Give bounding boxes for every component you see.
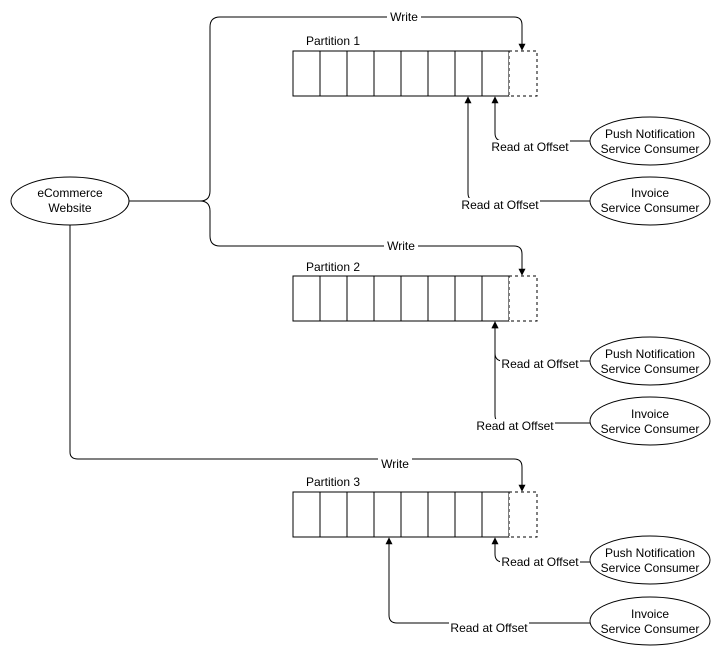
partition-1: Partition 1 Push Notification Service Co…: [292, 34, 711, 226]
read-label: Read at Offset: [501, 555, 579, 569]
partition-3-invoice-read-edge: Read at Offset: [385, 537, 590, 635]
partition-2-title: Partition 2: [306, 260, 360, 274]
write-edge-partition-3: Write: [69, 225, 526, 492]
consumer-label-line2: Service Consumer: [601, 622, 700, 636]
partition-1-push-read-edge: Read at Offset: [490, 96, 590, 154]
ecommerce-website-label-line2: Website: [48, 201, 91, 215]
consumer-label-line2: Service Consumer: [601, 362, 700, 376]
consumer-label-line1: Push Notification: [605, 546, 695, 560]
read-label: Read at Offset: [476, 419, 554, 433]
partition-2-log: [292, 275, 538, 322]
partition-2-push-consumer: Push Notification Service Consumer: [589, 336, 711, 386]
consumer-label-line2: Service Consumer: [601, 142, 700, 156]
partition-3-push-read-edge: Read at Offset: [491, 537, 590, 569]
read-label: Read at Offset: [501, 357, 579, 371]
consumer-label-line1: Push Notification: [605, 347, 695, 361]
read-label: Read at Offset: [491, 140, 569, 154]
partition-1-title: Partition 1: [306, 34, 360, 48]
next-offset-slot: [508, 275, 538, 322]
consumer-label-line2: Service Consumer: [601, 201, 700, 215]
consumer-label-line1: Invoice: [631, 607, 669, 621]
partition-3-invoice-consumer: Invoice Service Consumer: [589, 596, 711, 646]
consumer-label-line1: Invoice: [631, 186, 669, 200]
partition-3: Partition 3 Push Notification Service Co…: [292, 475, 711, 646]
partition-3-title: Partition 3: [306, 475, 360, 489]
partition-2: Partition 2 Push Notification Service Co…: [292, 260, 711, 446]
partition-2-push-read-edge: Read at Offset: [491, 321, 590, 371]
write-label-3: Write: [381, 457, 409, 471]
write-edge-partition-1: Write: [129, 9, 526, 202]
partition-3-push-consumer: Push Notification Service Consumer: [589, 535, 711, 585]
read-label: Read at Offset: [450, 621, 528, 635]
partition-1-invoice-read-edge: Read at Offset: [460, 96, 590, 212]
read-label: Read at Offset: [461, 198, 539, 212]
ecommerce-website-node: eCommerce Website: [10, 176, 130, 226]
partition-2-invoice-consumer: Invoice Service Consumer: [589, 396, 711, 446]
partition-1-log: [292, 50, 538, 97]
consumer-label-line2: Service Consumer: [601, 422, 700, 436]
write-label-2: Write: [387, 239, 415, 253]
partition-3-log: [292, 491, 538, 538]
ecommerce-website-label-line1: eCommerce: [37, 186, 103, 200]
consumer-label-line2: Service Consumer: [601, 561, 700, 575]
consumer-label-line1: Invoice: [631, 407, 669, 421]
partition-2-invoice-read-edge: Read at Offset: [475, 321, 590, 433]
write-label-1: Write: [390, 10, 418, 24]
next-offset-slot: [508, 50, 538, 97]
partition-1-push-consumer: Push Notification Service Consumer: [589, 116, 711, 166]
write-edge-partition-2: Write: [199, 200, 526, 276]
consumer-label-line1: Push Notification: [605, 127, 695, 141]
next-offset-slot: [508, 491, 538, 538]
partition-1-invoice-consumer: Invoice Service Consumer: [589, 176, 711, 226]
